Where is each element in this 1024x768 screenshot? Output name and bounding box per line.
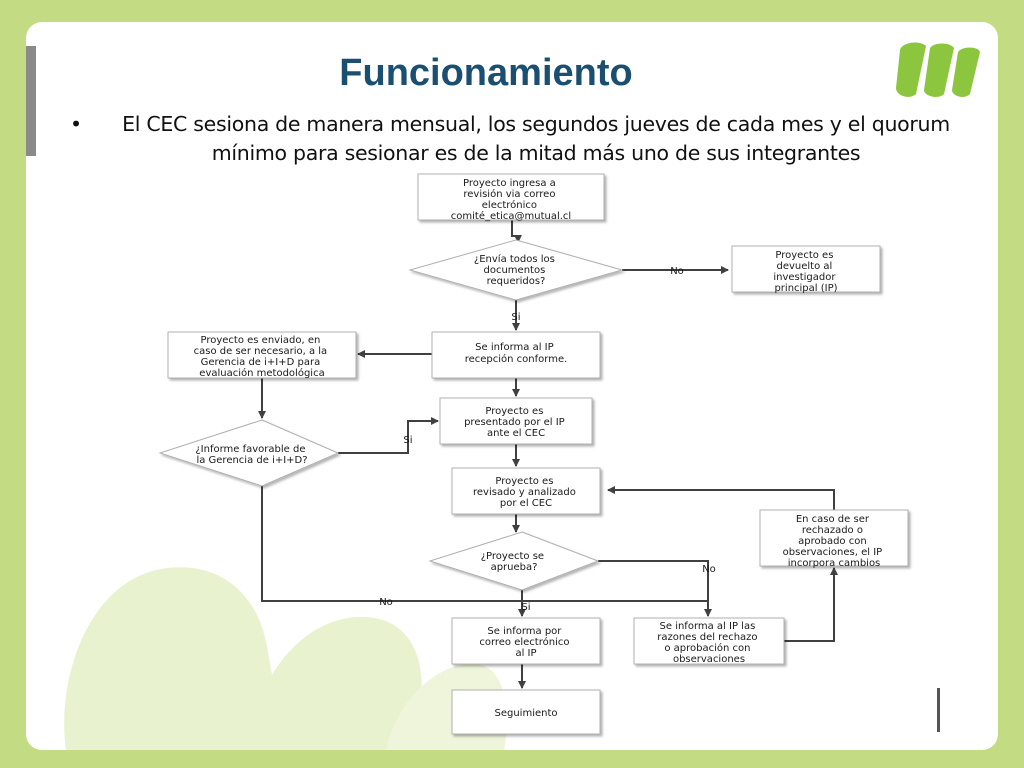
edge-label-no: No xyxy=(379,597,393,608)
node-enviado-gerencia: Proyecto es enviado, en caso de ser nece… xyxy=(167,331,357,379)
page-title: Funcionamiento xyxy=(339,52,633,94)
node-informa-razones: Se informa al IP las razones del rechazo… xyxy=(633,617,785,665)
node-informe-favorable-text: ¿Informe favorable de la Gerencia de i+I… xyxy=(195,444,308,466)
node-ingreso-text: Proyecto ingresa a revisión via correo e… xyxy=(451,178,571,222)
node-envia-docs-text: ¿Envía todos los documentos requeridos? xyxy=(474,253,558,287)
flowchart: No Si Si No No Si Proyecto ingresa a rev… xyxy=(158,173,909,735)
edge-label-si: Si xyxy=(521,602,530,613)
edge-ingreso-envia xyxy=(511,220,522,243)
edge-label-no: No xyxy=(670,266,684,277)
node-devuelto-text: Proyecto es devuelto al investigador pri… xyxy=(773,250,838,294)
left-accent-bar xyxy=(26,46,36,156)
decor-shape-2 xyxy=(246,616,422,750)
node-informa-recepcion-text: Se informa al IP recepción conforme. xyxy=(465,342,568,365)
node-enviado-gerencia-text: Proyecto es enviado, en caso de ser nece… xyxy=(194,335,331,379)
node-incorpora: En caso de ser rechazado o aprobado con … xyxy=(759,509,909,569)
bullet-icon: • xyxy=(70,112,82,136)
node-informe-favorable: ¿Informe favorable de la Gerencia de i+I… xyxy=(158,419,340,487)
slide: Funcionamiento • El CEC sesiona de maner… xyxy=(26,22,998,750)
node-informa-correo-text: Se informa por correo electrónico al IP xyxy=(479,626,572,659)
mutual-logo-icon xyxy=(896,42,980,97)
node-presentado: Proyecto es presentado por el IP ante el… xyxy=(439,397,593,445)
node-incorpora-text: En caso de ser rechazado o aprobado con … xyxy=(783,514,886,569)
edge-incorpora-revisado xyxy=(607,486,835,510)
edge-razones-incorpora xyxy=(784,567,838,642)
edge-informe-presentado xyxy=(338,417,439,454)
node-ingreso: Proyecto ingresa a revisión via correo e… xyxy=(417,173,605,222)
edge-aprueba-no xyxy=(598,560,712,617)
node-se-aprueba: ¿Proyecto se aprueba? xyxy=(428,531,600,591)
node-devuelto: Proyecto es devuelto al investigador pri… xyxy=(731,245,881,294)
decor-shape-1 xyxy=(64,567,286,750)
edge-label-si: Si xyxy=(511,312,520,323)
edge-informe-no xyxy=(261,486,522,602)
node-presentado-text: Proyecto es presentado por el IP ante el… xyxy=(464,406,568,439)
node-informa-razones-text: Se informa al IP las razones del rechazo… xyxy=(657,621,761,665)
node-revisado: Proyecto es revisado y analizado por el … xyxy=(451,467,601,515)
node-informa-correo: Se informa por correo electrónico al IP xyxy=(451,617,601,665)
bullet-point: • El CEC sesiona de manera mensual, los … xyxy=(70,110,970,168)
connectors xyxy=(258,220,838,689)
node-revisado-text: Proyecto es revisado y analizado por el … xyxy=(473,476,579,509)
edge-label-si: Si xyxy=(403,435,412,446)
node-informa-recepcion: Se informa al IP recepción conforme. xyxy=(431,331,601,379)
edge-label-no: No xyxy=(702,564,716,575)
node-se-aprueba-text: ¿Proyecto se aprueba? xyxy=(481,551,548,573)
node-seguimiento: Seguimiento xyxy=(451,689,601,735)
right-accent-mark xyxy=(937,688,940,732)
node-envia-docs: ¿Envía todos los documentos requeridos? xyxy=(408,239,624,301)
bullet-text: El CEC sesiona de manera mensual, los se… xyxy=(122,112,950,165)
node-seguimiento-text: Seguimiento xyxy=(494,708,557,719)
